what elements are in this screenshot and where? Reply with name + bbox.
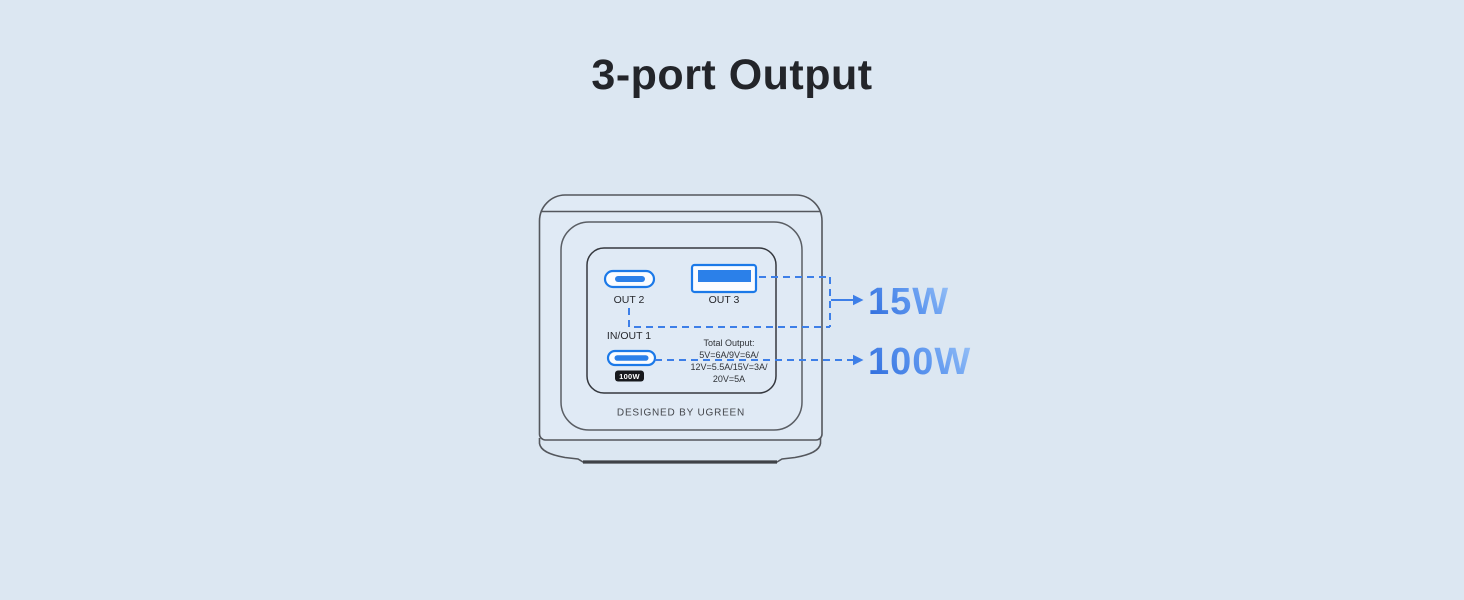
charger-illustration: OUT 2 OUT 3 IN/OUT 1 100W Total Output: … xyxy=(538,194,864,464)
usb-c-out2-pin xyxy=(615,276,645,282)
callout-lines xyxy=(628,276,847,361)
usb-a-port-out3-icon xyxy=(690,263,758,294)
spec-line-3: 20V=5A xyxy=(713,374,745,384)
power-label-100w: 100W xyxy=(868,341,972,383)
charger-base xyxy=(538,438,822,463)
usb-c-port-out2-icon xyxy=(603,269,656,289)
arrow-15w-head xyxy=(853,294,864,306)
spec-line-2: 12V=5.5A/15V=3A/ xyxy=(690,362,768,372)
page-title: 3-port Output xyxy=(591,51,873,99)
callout-line-out2 xyxy=(628,308,830,328)
charger-outer-shell xyxy=(538,194,823,441)
arrow-100w-head xyxy=(853,354,864,366)
arrow-15w-icon xyxy=(831,294,864,306)
inout1-label: IN/OUT 1 xyxy=(607,330,651,342)
spec-line-1: 5V=6A/9V=6A/ xyxy=(699,350,759,360)
port-panel xyxy=(586,247,777,394)
out3-label: OUT 3 xyxy=(709,294,740,306)
charger-body xyxy=(538,194,823,464)
designed-by-text: DESIGNED BY UGREEN xyxy=(617,408,745,419)
total-output-spec: Total Output: 5V=6A/9V=6A/ 12V=5.5A/15V=… xyxy=(690,338,768,384)
badge-text: 100W xyxy=(619,372,640,381)
arrow-100w-icon xyxy=(847,354,864,366)
usb-a-out3-tongue xyxy=(698,270,751,282)
usb-c-inout1-pin xyxy=(614,355,649,361)
power-label-15w: 15W xyxy=(868,281,950,323)
inout1-power-badge: 100W xyxy=(615,370,644,382)
spec-heading: Total Output: xyxy=(703,338,754,348)
usb-c-port-inout1-icon xyxy=(606,349,657,367)
badge-background xyxy=(615,370,644,382)
out2-label: OUT 2 xyxy=(614,294,645,306)
